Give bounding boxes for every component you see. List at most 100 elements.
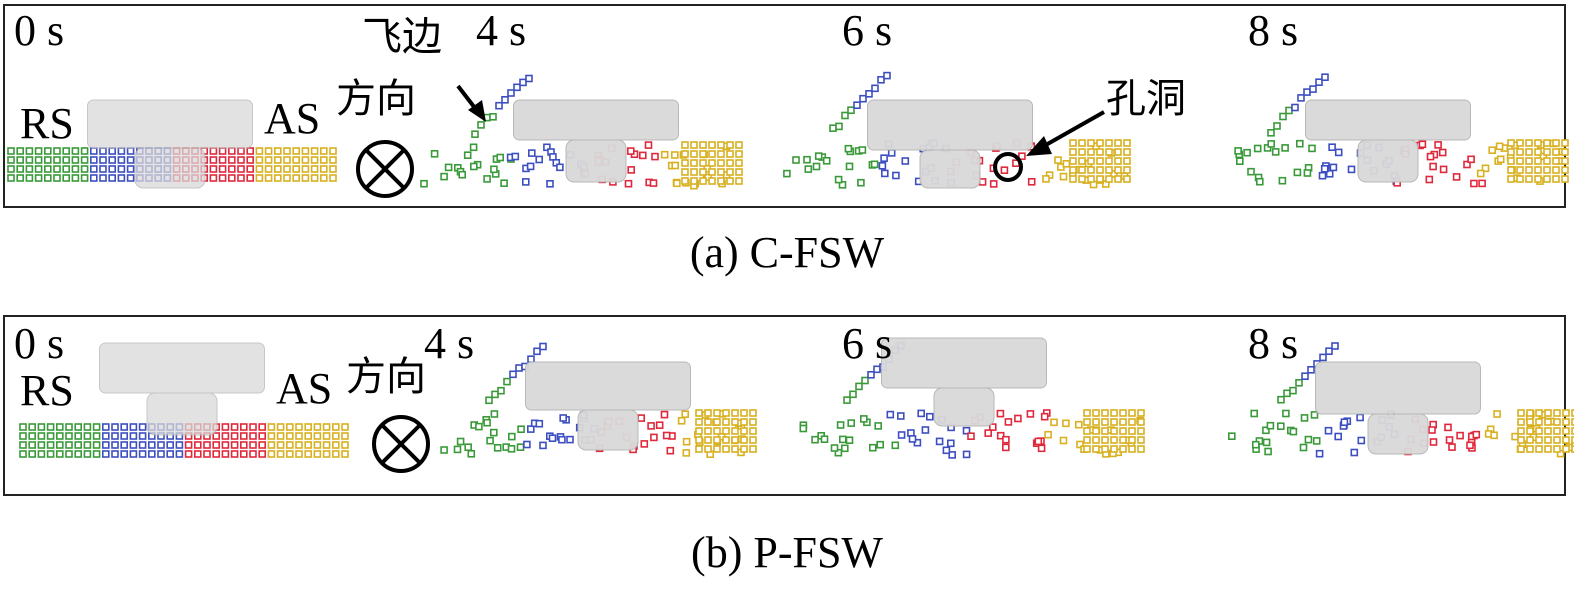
fsw-tool (1305, 99, 1471, 183)
material-particle (500, 179, 508, 187)
material-particle (942, 446, 951, 455)
material-particle (55, 441, 64, 449)
material-particle (859, 415, 868, 423)
material-particle (1050, 418, 1058, 427)
material-particle (713, 436, 721, 444)
material-particle (1137, 436, 1145, 444)
material-particle (117, 147, 126, 155)
material-particle (708, 168, 716, 176)
material-particle (1087, 166, 1095, 174)
material-particle (1534, 175, 1542, 183)
material-particle (1018, 152, 1026, 160)
material-particle (1101, 436, 1109, 444)
material-particle (556, 163, 564, 172)
material-particle (329, 156, 337, 164)
material-particle (1561, 139, 1569, 147)
material-particle (655, 421, 664, 430)
material-particle (566, 435, 574, 444)
material-particle (1297, 94, 1305, 102)
material-particle (497, 386, 505, 395)
rs-label-a: RS (20, 99, 74, 148)
material-particle (695, 418, 703, 426)
material-particle (304, 441, 313, 449)
material-particle (1511, 432, 1519, 441)
material-particle (273, 156, 282, 164)
material-particle (1076, 440, 1084, 449)
material-particle (996, 409, 1005, 418)
material-particle (822, 157, 831, 165)
material-particle (1083, 418, 1091, 426)
material-particle (319, 156, 328, 164)
time-label-b-6: 6 s (842, 319, 892, 368)
material-particle (1105, 139, 1113, 147)
material-particle (90, 174, 98, 182)
material-particle (1078, 148, 1086, 156)
material-particle (157, 441, 165, 449)
fsw-tool (513, 99, 679, 183)
material-particle (517, 425, 525, 434)
material-particle (887, 149, 896, 157)
material-particle (897, 431, 906, 439)
material-particle (313, 450, 322, 458)
material-particle (1026, 410, 1035, 418)
material-particle (495, 101, 503, 110)
material-particle (138, 441, 147, 449)
material-particle (1312, 437, 1321, 445)
material-particle (120, 441, 128, 449)
material-particle (292, 165, 301, 173)
material-particle (1517, 427, 1525, 435)
material-particle (637, 414, 646, 422)
material-particle (99, 174, 107, 182)
material-particle (1083, 409, 1091, 417)
material-particle (1562, 445, 1570, 453)
material-particle (1543, 139, 1551, 147)
material-particle (644, 141, 653, 149)
material-particle (228, 147, 236, 155)
material-particle (483, 418, 491, 427)
material-particle (814, 152, 823, 160)
void-label: 孔洞 (1106, 76, 1186, 122)
material-particle (65, 432, 73, 440)
material-particle (329, 147, 337, 155)
material-particle (704, 436, 712, 444)
material-particle (7, 147, 15, 155)
material-particle (301, 165, 310, 173)
material-particle (1517, 409, 1525, 417)
material-particle (740, 436, 748, 444)
material-particle (1525, 175, 1533, 183)
material-particle (677, 416, 686, 425)
material-particle (285, 441, 294, 449)
material-particle (102, 450, 110, 458)
material-particle (19, 450, 27, 458)
material-particle (1571, 440, 1574, 448)
material-particle (1476, 169, 1485, 178)
material-particle (74, 423, 82, 431)
material-particle (713, 418, 721, 426)
material-particle (829, 124, 837, 132)
material-particle (731, 445, 739, 453)
material-particle (264, 174, 273, 182)
material-particle (267, 432, 276, 440)
material-particle (740, 445, 748, 453)
material-particle (62, 174, 71, 182)
material-particle (485, 396, 493, 405)
material-particle (722, 427, 730, 435)
material-particle (295, 423, 303, 431)
material-particle (102, 423, 110, 431)
material-particle (1273, 122, 1281, 130)
material-particle (1137, 409, 1145, 417)
material-particle (129, 450, 138, 458)
material-particle (304, 450, 313, 458)
material-particle (53, 147, 61, 155)
material-particle (55, 450, 64, 458)
material-particle (1552, 139, 1560, 147)
material-particle (1092, 436, 1100, 444)
material-particle (304, 423, 313, 431)
time-label-a-4: 4 s (476, 6, 526, 55)
material-particle (292, 147, 301, 155)
material-particle (847, 106, 855, 114)
material-particle (858, 146, 867, 154)
material-particle (1266, 421, 1275, 430)
material-particle (120, 450, 128, 458)
material-particle (1262, 438, 1271, 447)
